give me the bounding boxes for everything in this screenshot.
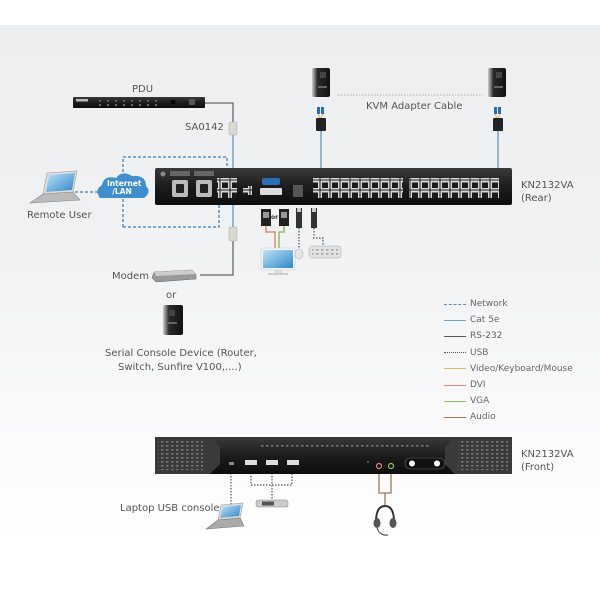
usb-cable xyxy=(250,473,293,486)
pdu-label: PDU xyxy=(132,84,154,95)
internet-lan-cloud-icon xyxy=(97,173,149,198)
laptop-icon xyxy=(28,170,81,204)
modem-icon xyxy=(151,269,197,283)
legend-swatch-audio xyxy=(444,416,466,418)
or-label: or xyxy=(166,290,177,301)
legend-item: Audio xyxy=(444,409,573,425)
dvi-connector-icon xyxy=(261,209,271,226)
pdu-device xyxy=(73,97,205,108)
vga-cable xyxy=(278,226,285,248)
legend-swatch-cat5e xyxy=(444,319,466,321)
headset-icon xyxy=(373,504,397,536)
legend-item: USB xyxy=(444,345,573,361)
kvm-adapter-cable-label: KVM Adapter Cable xyxy=(366,101,463,112)
front-model-label: KN2132VA xyxy=(521,449,574,460)
legend-swatch-vga xyxy=(444,400,466,402)
rs232-cable xyxy=(200,241,234,276)
monitor-icon xyxy=(260,247,296,275)
server-tower-icon xyxy=(488,68,506,97)
cloud-label-line1: Internet xyxy=(107,179,142,188)
kn2132va-rear-panel xyxy=(155,168,512,205)
legend-swatch-usb xyxy=(444,352,466,354)
legend-swatch-dvi xyxy=(444,384,466,386)
usb-connector-icon xyxy=(311,208,317,228)
legend-item: Video/Keyboard/Mouse xyxy=(444,361,573,377)
sa0142-adapter-icon xyxy=(228,121,238,136)
legend-item: Cat 5e xyxy=(444,312,573,328)
usb-laptop-icon xyxy=(204,502,245,530)
serial-device-label-line2: Switch, Sunfire V100,....) xyxy=(118,362,242,373)
serial-adapter-icon xyxy=(228,226,238,242)
kvm-adapter-icon xyxy=(493,107,503,131)
dvi-cable xyxy=(265,226,276,248)
legend-label: USB xyxy=(470,347,489,358)
legend-item: VGA xyxy=(444,393,573,409)
remote-user-label: Remote User xyxy=(27,210,92,221)
usb-flash-drive-icon xyxy=(255,499,289,508)
modem-label: Modem xyxy=(112,271,149,282)
legend-item: Network xyxy=(444,296,573,312)
sa0142-label: SA0142 xyxy=(185,122,224,133)
legend-swatch-rs232 xyxy=(444,335,466,337)
rear-model-label: KN2132VA xyxy=(521,180,574,191)
serial-device-label-line1: Serial Console Device (Router, xyxy=(105,348,257,359)
rs232-cable xyxy=(205,102,234,122)
legend-label: Video/Keyboard/Mouse xyxy=(470,363,573,374)
mouse-icon xyxy=(294,248,304,260)
legend-label: RS-232 xyxy=(470,331,503,342)
legend-label: Network xyxy=(470,299,508,310)
legend-label: Cat 5e xyxy=(470,315,500,326)
front-view-label: (Front) xyxy=(521,462,555,473)
serial-console-tower-icon xyxy=(163,305,183,335)
legend-label: VGA xyxy=(470,396,490,407)
kvm-adapter-icon xyxy=(316,107,326,131)
cloud-label-line2: /LAN xyxy=(112,187,132,196)
vga-connector-icon xyxy=(279,209,289,226)
usb-connector-icon xyxy=(296,208,302,228)
legend: Network Cat 5e RS-232 USB Video/Keyboard… xyxy=(444,296,573,426)
legend-swatch-video-keyboard-mouse xyxy=(444,368,466,370)
usb-cable xyxy=(313,228,324,246)
legend-swatch-network xyxy=(444,303,466,305)
audio-cable xyxy=(378,470,392,505)
server-tower-icon xyxy=(312,68,330,97)
kn2132va-front-panel xyxy=(155,437,512,474)
rear-view-label: (Rear) xyxy=(521,193,552,204)
legend-item: RS-232 xyxy=(444,328,573,344)
legend-item: DVI xyxy=(444,377,573,393)
legend-label: DVI xyxy=(470,380,486,391)
keyboard-icon xyxy=(308,245,342,259)
laptop-usb-console-label: Laptop USB console xyxy=(120,503,220,514)
legend-label: Audio xyxy=(470,412,496,423)
connector-or-label: or xyxy=(271,214,279,221)
